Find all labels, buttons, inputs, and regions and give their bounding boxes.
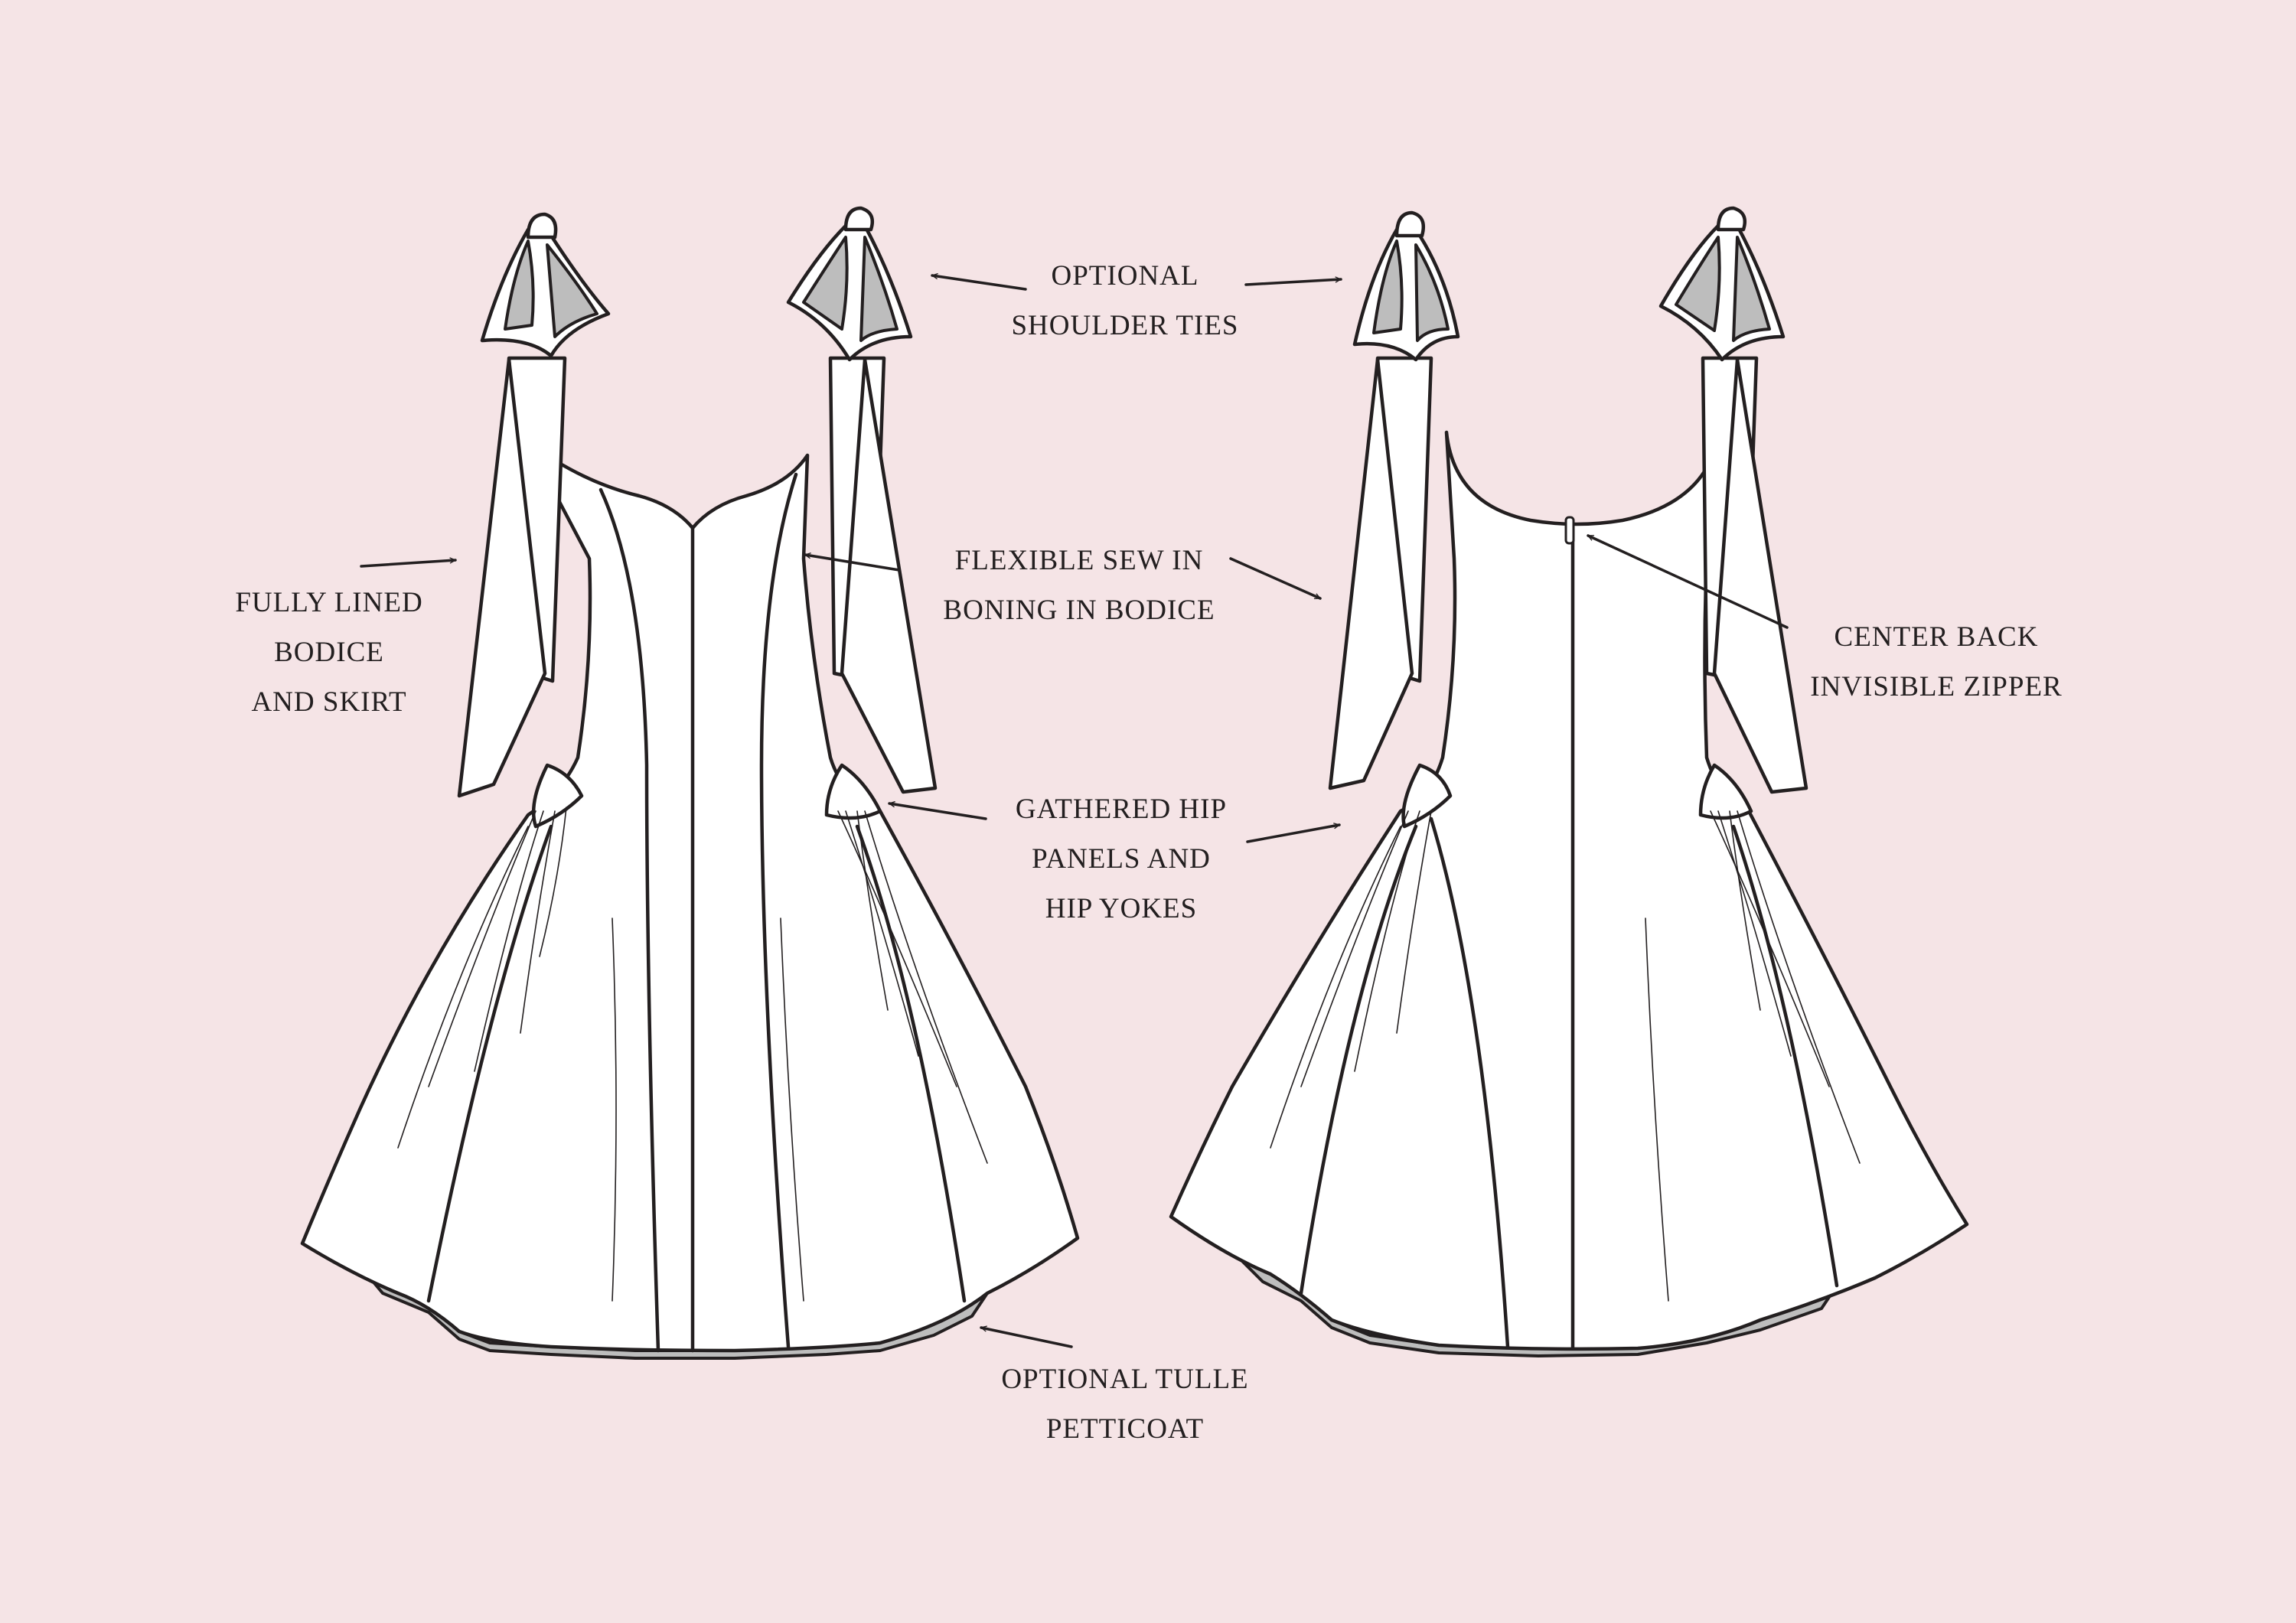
label-fully-lined: FULLY LINED BODICE AND SKIRT bbox=[207, 578, 452, 727]
label-zipper-line1: CENTER BACK bbox=[1834, 621, 2039, 653]
front-gather-lines bbox=[397, 807, 988, 1302]
back-side-seam-left bbox=[1299, 824, 1418, 1295]
arrow-shoulder-ties-front bbox=[931, 275, 1027, 291]
back-panel-seam-left bbox=[1429, 816, 1510, 1349]
callout-arrows bbox=[360, 275, 1789, 1348]
arrow-zipper bbox=[1587, 534, 1789, 629]
arrow-petticoat bbox=[980, 1328, 1073, 1348]
front-side-seam-left bbox=[426, 824, 553, 1303]
label-petticoat-line2: PETTICOAT bbox=[1045, 1413, 1205, 1445]
arrow-shoulder-ties-back bbox=[1244, 279, 1342, 286]
front-dress-body bbox=[300, 440, 1080, 1353]
label-shoulder-ties: OPTIONAL SHOULDER TIES bbox=[995, 251, 1255, 350]
front-view-dress bbox=[300, 206, 1080, 1360]
back-dress-body bbox=[1169, 430, 1969, 1351]
front-shoulder-tie-left bbox=[457, 212, 611, 798]
label-fully-lined-line1: FULLY LINED bbox=[235, 587, 423, 618]
label-hip-panels-line3: HIP YOKES bbox=[1045, 893, 1198, 924]
arrow-fully-lined bbox=[360, 560, 457, 568]
label-shoulder-ties-line1: OPTIONAL bbox=[1051, 260, 1199, 292]
arrow-boning-front bbox=[804, 555, 901, 572]
front-side-seam-right bbox=[855, 824, 967, 1303]
label-fully-lined-line2: BODICE bbox=[274, 637, 384, 668]
label-zipper-line2: INVISIBLE ZIPPER bbox=[1810, 671, 2063, 702]
label-zipper: CENTER BACK INVISIBLE ZIPPER bbox=[1799, 612, 2074, 712]
back-side-seam-right bbox=[1731, 824, 1839, 1288]
label-hip-panels-line2: PANELS AND bbox=[1032, 843, 1211, 875]
back-view-dress bbox=[1169, 206, 1969, 1357]
back-gather-lines bbox=[1270, 810, 1861, 1302]
label-hip-panels-line1: GATHERED HIP bbox=[1015, 794, 1228, 825]
label-boning: FLEXIBLE SEW IN BONING IN BODICE bbox=[918, 536, 1240, 635]
arrow-boning-back bbox=[1229, 557, 1322, 600]
back-hip-yoke-right bbox=[1698, 763, 1753, 820]
front-shoulder-tie-right bbox=[786, 206, 938, 794]
zipper-pull-icon bbox=[1564, 516, 1575, 545]
front-hip-yoke-right bbox=[824, 763, 882, 820]
front-princess-seam-right bbox=[759, 472, 798, 1349]
front-hip-yoke-left bbox=[531, 763, 584, 829]
back-shoulder-tie-left bbox=[1328, 210, 1460, 790]
arrow-hip-panels-back bbox=[1246, 825, 1341, 843]
label-boning-line2: BONING IN BODICE bbox=[943, 595, 1215, 626]
label-petticoat: OPTIONAL TULLE PETTICOAT bbox=[987, 1354, 1263, 1454]
label-petticoat-line1: OPTIONAL TULLE bbox=[1001, 1364, 1249, 1395]
label-boning-line1: FLEXIBLE SEW IN bbox=[954, 545, 1204, 576]
label-hip-panels: GATHERED HIP PANELS AND HIP YOKES bbox=[983, 784, 1259, 934]
label-shoulder-ties-line2: SHOULDER TIES bbox=[1011, 310, 1239, 341]
front-princess-seam-left bbox=[598, 487, 660, 1353]
back-hip-yoke-left bbox=[1401, 763, 1453, 829]
back-shoulder-tie-right bbox=[1658, 206, 1808, 794]
label-fully-lined-line3: AND SKIRT bbox=[251, 686, 407, 718]
arrow-hip-panels-front bbox=[888, 803, 987, 820]
